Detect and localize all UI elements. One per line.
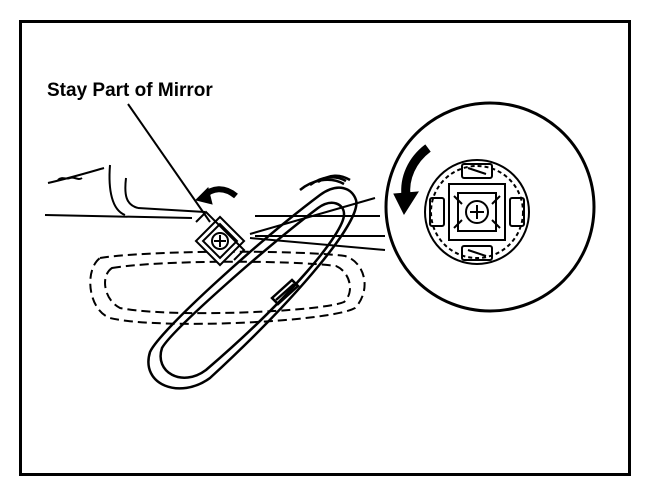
callout-connectors: [249, 197, 386, 251]
curved-arrow-down-left-icon: [393, 144, 431, 216]
stay-part: [194, 210, 246, 267]
leader-line: [127, 103, 211, 223]
rotated-mirror-body: [147, 174, 358, 390]
original-mirror-position: [89, 250, 366, 325]
curved-arrow-left-icon: [195, 186, 238, 205]
stay-part-label: Stay Part of Mirror: [47, 80, 213, 101]
mount-base-detail: [424, 159, 530, 265]
windshield-outline: [44, 164, 385, 237]
